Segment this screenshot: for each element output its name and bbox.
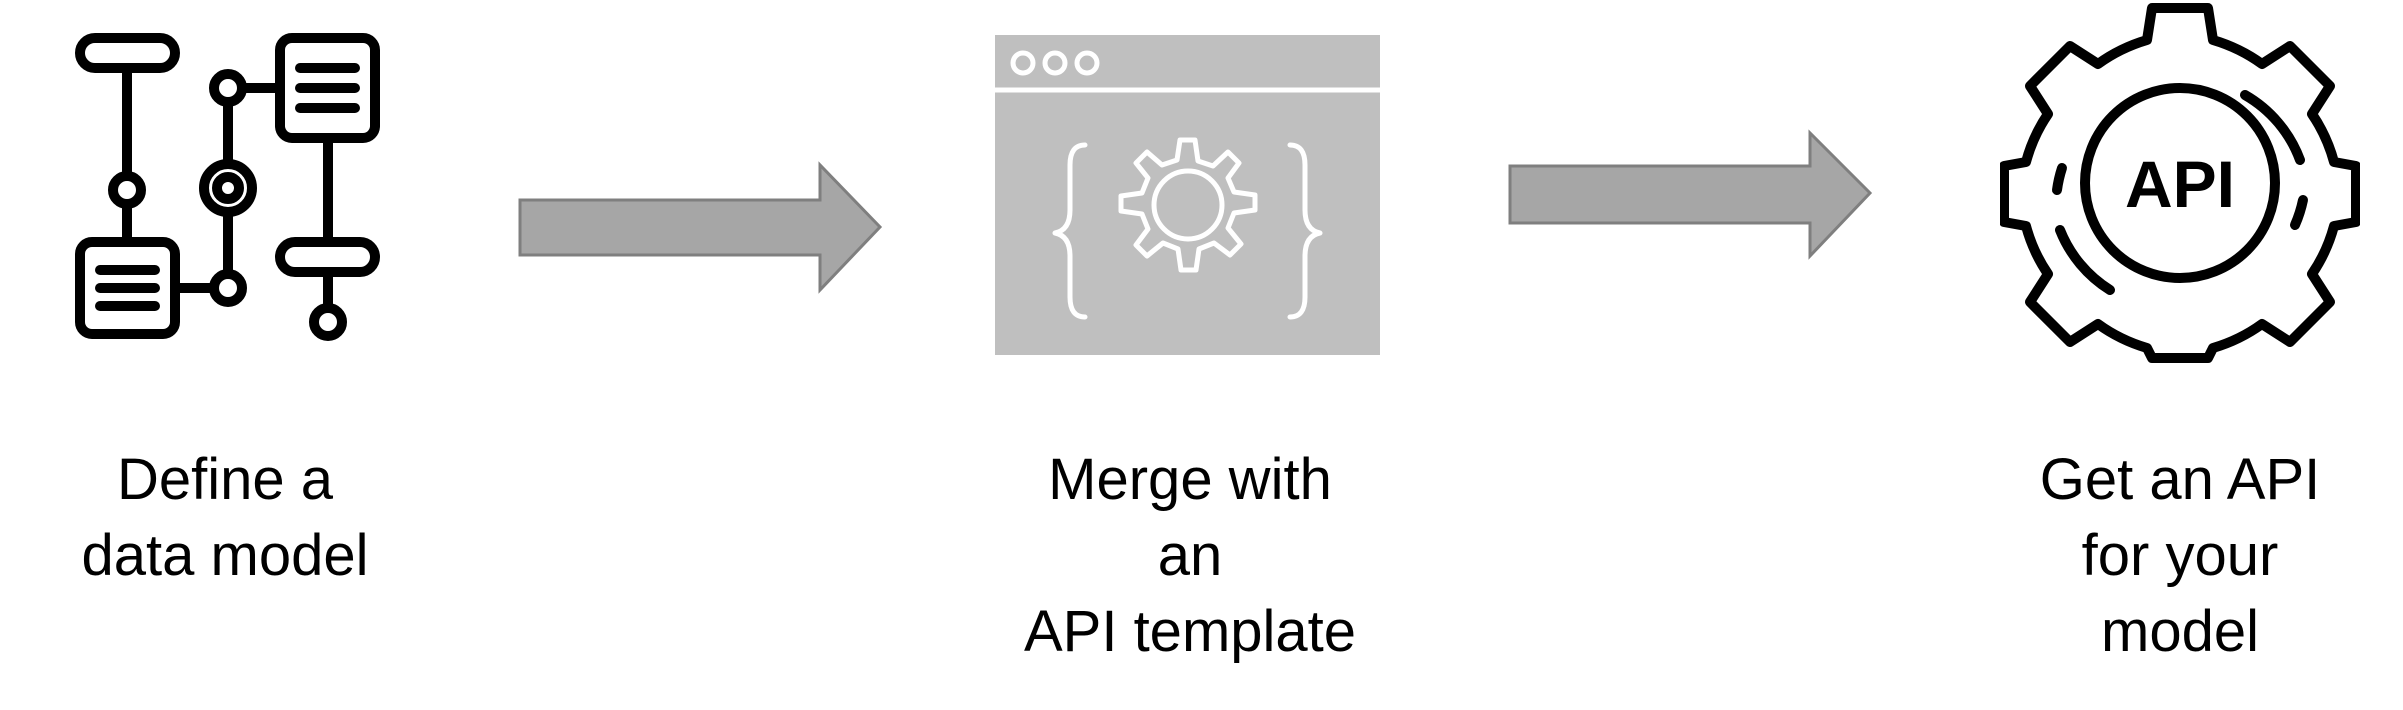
step-2-label-line-3: API template: [1023, 599, 1357, 664]
step-1-label: Define a data model: [45, 442, 405, 594]
api-template-gear-window-icon: [995, 35, 1380, 355]
step-3-label-line-1: Get an API: [2039, 447, 2321, 512]
flow-arrow-2: [1508, 129, 1873, 260]
api-gear-label: API: [2125, 147, 2235, 221]
step-2-label-line-1: Merge with: [1048, 447, 1332, 512]
step-3-label-line-3: model: [2101, 599, 2259, 664]
flow-arrow-1: [518, 161, 883, 294]
data-model-flowchart-icon: [75, 33, 380, 341]
step-1-label-line-1: Define a: [116, 447, 334, 512]
step-2-label: Merge with an API template: [995, 442, 1385, 670]
api-gear-icon: API: [2000, 3, 2360, 363]
step-2-label-line-2: an: [1157, 523, 1223, 588]
step-1-label-line-2: data model: [81, 523, 369, 588]
step-3-label-line-2: for your: [2081, 523, 2279, 588]
step-3-label: Get an API for your model: [2000, 442, 2360, 670]
